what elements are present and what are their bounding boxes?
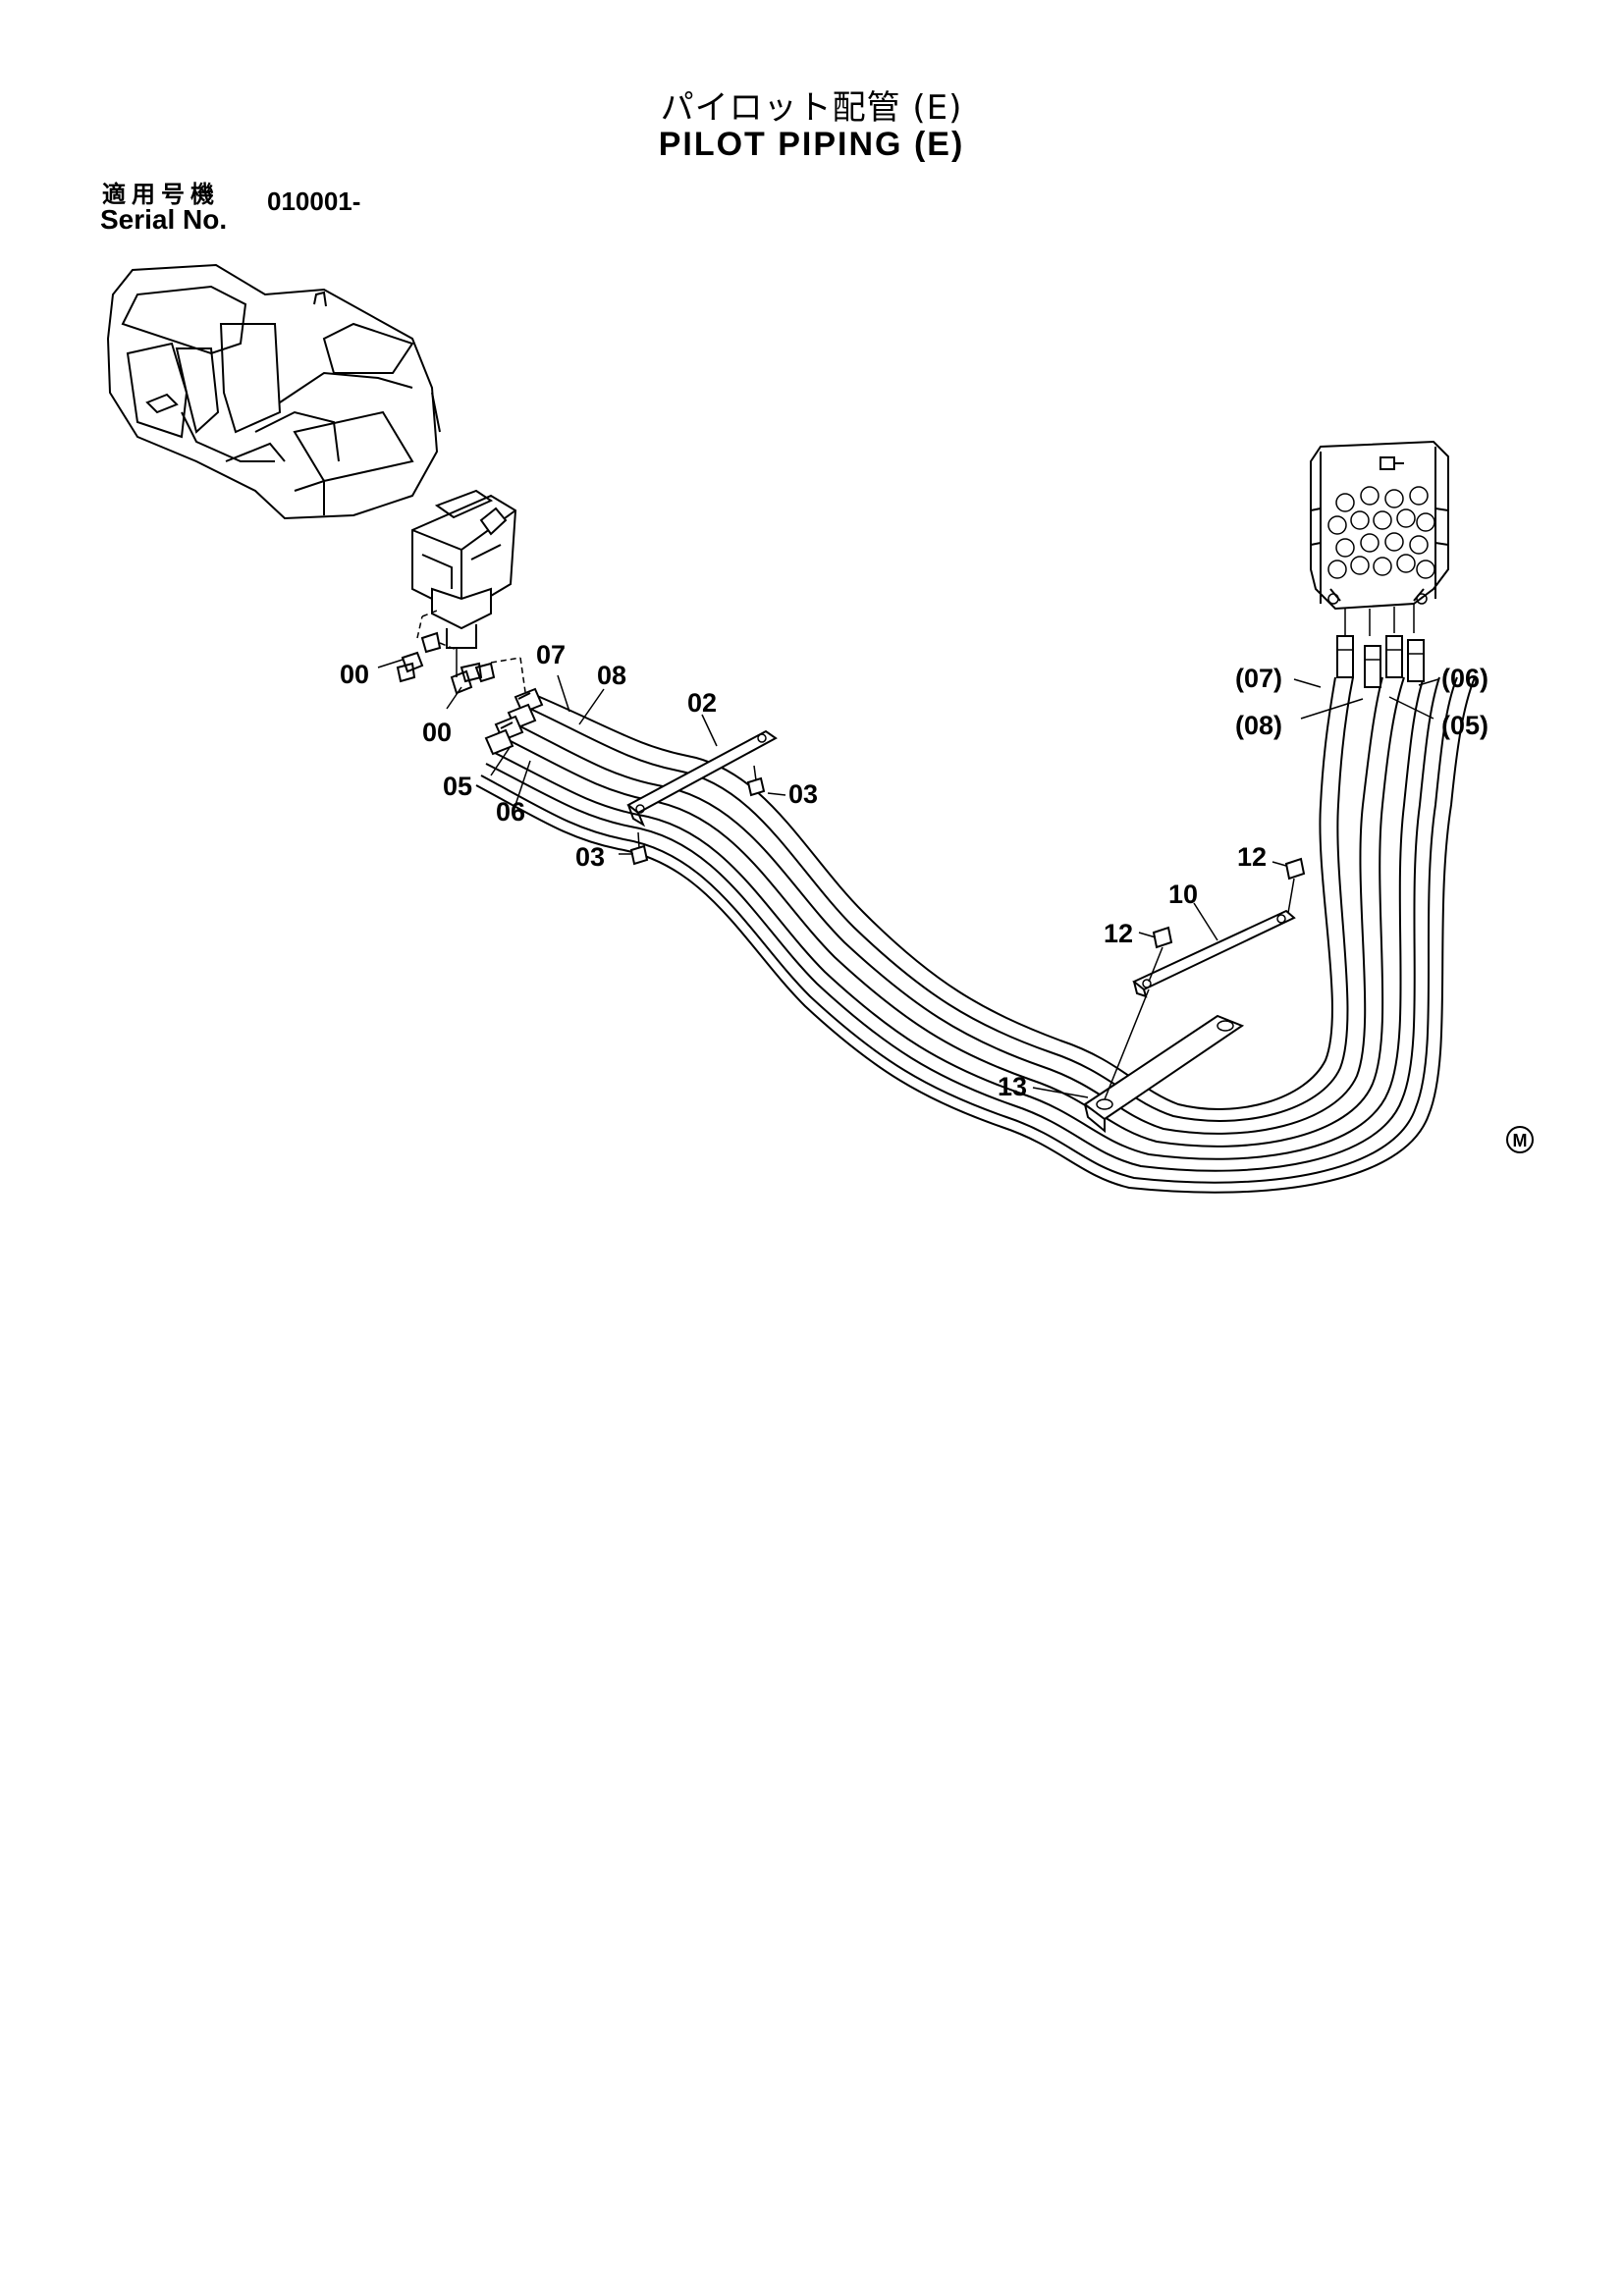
- callout-03-left: 03: [575, 842, 605, 872]
- callout-06-ref: (06): [1441, 664, 1488, 693]
- serial-label: Serial No.: [100, 204, 228, 235]
- pilot-hose-bundle: [475, 676, 1476, 1194]
- circled-m-mark: M: [1506, 1126, 1534, 1153]
- callout-12-upper: 12: [1237, 842, 1267, 872]
- hose-fittings-right: [1336, 635, 1425, 688]
- excavator-overview-illustration: [106, 263, 441, 520]
- plate-10-illustration: [1132, 909, 1296, 998]
- callout-leader-lines: [377, 659, 1439, 1098]
- callout-03-right: 03: [788, 779, 818, 809]
- callout-05: 05: [443, 772, 472, 801]
- bolt-12-illustration: [1148, 857, 1306, 983]
- adapter-fittings: [396, 610, 526, 695]
- callout-02: 02: [687, 688, 717, 718]
- control-valve-illustration: [1310, 440, 1449, 636]
- callout-labels: 00 00 07 08 02 03 03 05 06 (07) (08) (06…: [340, 640, 1488, 1101]
- callout-08-ref: (08): [1235, 711, 1282, 740]
- callout-07-ref: (07): [1235, 664, 1282, 693]
- bracket-02-illustration: [626, 729, 778, 828]
- callout-00-lower: 00: [422, 718, 452, 747]
- hose-fittings-left: [484, 687, 544, 756]
- bracket-13-illustration: [1083, 988, 1245, 1134]
- callout-07: 07: [536, 640, 566, 669]
- callout-10: 10: [1168, 880, 1198, 909]
- callout-00-upper: 00: [340, 660, 369, 689]
- bolt-03-illustration: [629, 765, 766, 866]
- pilot-valve-illustration: [411, 489, 517, 677]
- serial-number: 010001-: [267, 187, 361, 216]
- callout-12-lower: 12: [1104, 919, 1133, 948]
- callout-13: 13: [998, 1072, 1027, 1101]
- callout-06: 06: [496, 797, 525, 827]
- page-title-english: PILOT PIPING (E): [658, 126, 965, 163]
- serial-label-japanese: 適用号機: [102, 181, 220, 208]
- callout-05-ref: (05): [1441, 711, 1488, 740]
- page-title-japanese: パイロット配管 (E): [660, 88, 963, 128]
- callout-08: 08: [597, 661, 626, 690]
- mark-letter: M: [1513, 1131, 1528, 1150]
